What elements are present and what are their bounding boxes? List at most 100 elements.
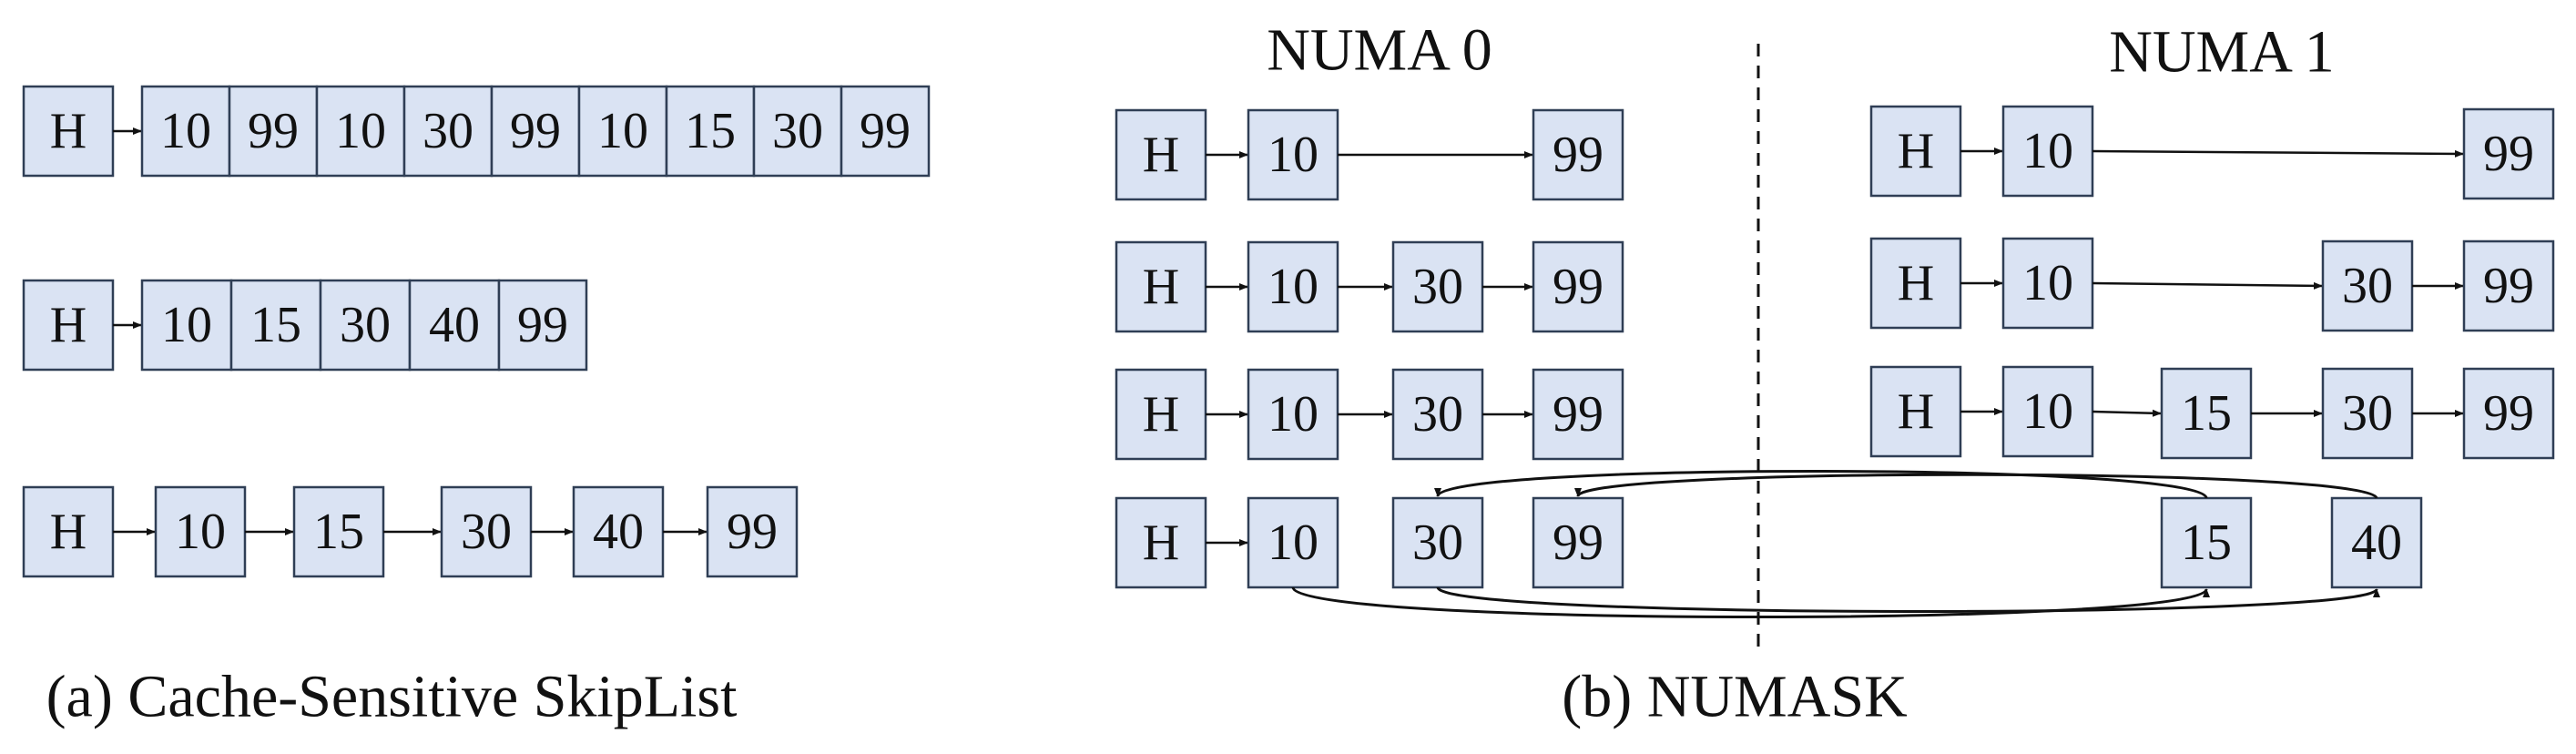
- node-label: 40: [593, 504, 644, 560]
- numa1-row3-node: 99: [2462, 367, 2555, 460]
- node-label: 99: [1553, 259, 1604, 315]
- cell-label: 30: [423, 103, 473, 159]
- a-level2-block: 10 15 30 40 99: [140, 279, 588, 372]
- node-label: H: [1898, 255, 1934, 311]
- node-label: 99: [1553, 127, 1604, 183]
- node-label: H: [1143, 259, 1179, 315]
- node-label: 99: [1553, 515, 1604, 571]
- panel-a-caption: (a) Cache-Sensitive SkipList: [46, 664, 738, 730]
- node-label: 99: [1553, 386, 1604, 443]
- node-label: H: [1898, 123, 1934, 179]
- node-label: 15: [313, 504, 364, 560]
- cell-label: 40: [429, 297, 480, 353]
- numa1-row4-node: 40: [2330, 496, 2423, 589]
- a-level3-node: 99: [706, 485, 799, 578]
- cell-label: 30: [772, 103, 823, 159]
- numa1-row4-node: 15: [2160, 496, 2253, 589]
- numa0-row4-node: 99: [1532, 496, 1624, 589]
- cell-label: 10: [597, 103, 648, 159]
- node-label: 10: [175, 504, 226, 560]
- node-label: H: [50, 103, 87, 159]
- node-label: 30: [2342, 385, 2393, 442]
- cell-label: 99: [248, 103, 299, 159]
- numa1-row1-arrow: [2092, 149, 2464, 158]
- node-label: 30: [461, 504, 512, 560]
- cell-label: 10: [335, 103, 386, 159]
- node-label: 10: [2022, 383, 2073, 440]
- node-label: 10: [1268, 127, 1319, 183]
- cell-label: 99: [517, 297, 568, 353]
- numa1-row3-node: 10: [2001, 365, 2094, 458]
- cell-label: 10: [160, 103, 211, 159]
- numa0-row1-head: H: [1115, 108, 1207, 201]
- numa1-row1-node: 10: [2001, 105, 2094, 198]
- numa1-row3-arrow: [2092, 409, 2162, 417]
- a-level3-head: H: [22, 485, 115, 578]
- numa1-row1-head: H: [1869, 105, 1962, 198]
- node-label: 30: [1412, 515, 1463, 571]
- node-label: 15: [2181, 385, 2232, 442]
- numa0-row3-node: 30: [1391, 368, 1484, 461]
- node-label: H: [1143, 515, 1179, 571]
- a-level3-node: 40: [572, 485, 665, 578]
- node-label: H: [1898, 383, 1934, 440]
- numa0-row2-head: H: [1115, 240, 1207, 333]
- cell-label: 99: [510, 103, 561, 159]
- panel-a: H 10 99 10 30 99 10 15 30 99 H: [22, 85, 931, 730]
- numa1-row2-node: 30: [2321, 239, 2414, 332]
- node-label: 15: [2181, 515, 2232, 571]
- cell-label: 15: [250, 297, 301, 353]
- node-label: 99: [2483, 126, 2534, 182]
- numa1-row3-node: 15: [2160, 367, 2253, 460]
- a-level1-block: 10 99 10 30 99 10 15 30 99: [140, 85, 931, 178]
- panel-b: NUMA 0 NUMA 1 H 10 99 H 10: [1115, 17, 2555, 730]
- node-label: 10: [2022, 123, 2073, 179]
- node-label: 30: [2342, 258, 2393, 314]
- cell-label: 15: [685, 103, 736, 159]
- panel-b-caption: (b) NUMASK: [1562, 664, 1908, 730]
- node-label: 99: [727, 504, 778, 560]
- numa1-row2-node: 99: [2462, 239, 2555, 332]
- node-label: H: [1143, 386, 1179, 443]
- numa1-row2-node: 10: [2001, 237, 2094, 330]
- numa0-row2-node: 30: [1391, 240, 1484, 333]
- numa0-row1-node: 99: [1532, 108, 1624, 201]
- cross-numa-link-30-to-40: [1436, 586, 2380, 613]
- numa1-row3-node: 30: [2321, 367, 2414, 460]
- node-label: H: [50, 504, 87, 560]
- node-label: 10: [1268, 386, 1319, 443]
- numa0-row2-node: 10: [1247, 240, 1339, 333]
- numa1-row2-head: H: [1869, 237, 1962, 330]
- cross-numa-link-15-to-30: [1434, 470, 2208, 499]
- node-label: H: [1143, 127, 1179, 183]
- node-label: 10: [1268, 259, 1319, 315]
- numa0-row4-node: 30: [1391, 496, 1484, 589]
- cross-numa-link-40-to-99: [1574, 473, 2378, 499]
- numa0-row1-node: 10: [1247, 108, 1339, 201]
- node-label: 10: [2022, 255, 2073, 311]
- node-label: 40: [2351, 515, 2402, 571]
- node-label: H: [50, 297, 87, 353]
- cell-label: 99: [860, 103, 911, 159]
- numa1-row2-arrow: [2092, 281, 2323, 290]
- numa0-row4-node: 10: [1247, 496, 1339, 589]
- cell-label: 10: [161, 297, 212, 353]
- node-label: 30: [1412, 259, 1463, 315]
- cross-numa-link-10-to-15: [1291, 586, 2210, 618]
- node-label: 10: [1268, 515, 1319, 571]
- numa1-title: NUMA 1: [2109, 19, 2335, 86]
- numa0-row3-node: 10: [1247, 368, 1339, 461]
- node-label: 99: [2483, 385, 2534, 442]
- numa1-row1-node: 99: [2462, 107, 2555, 200]
- numa1-row3-head: H: [1869, 365, 1962, 458]
- a-level3-node: 15: [292, 485, 385, 578]
- numa0-row3-head: H: [1115, 368, 1207, 461]
- a-level3-node: 10: [154, 485, 247, 578]
- numa0-title: NUMA 0: [1267, 17, 1492, 84]
- node-label: 30: [1412, 386, 1463, 443]
- a-level3-node: 30: [440, 485, 533, 578]
- node-label: 99: [2483, 258, 2534, 314]
- numa0-row3-node: 99: [1532, 368, 1624, 461]
